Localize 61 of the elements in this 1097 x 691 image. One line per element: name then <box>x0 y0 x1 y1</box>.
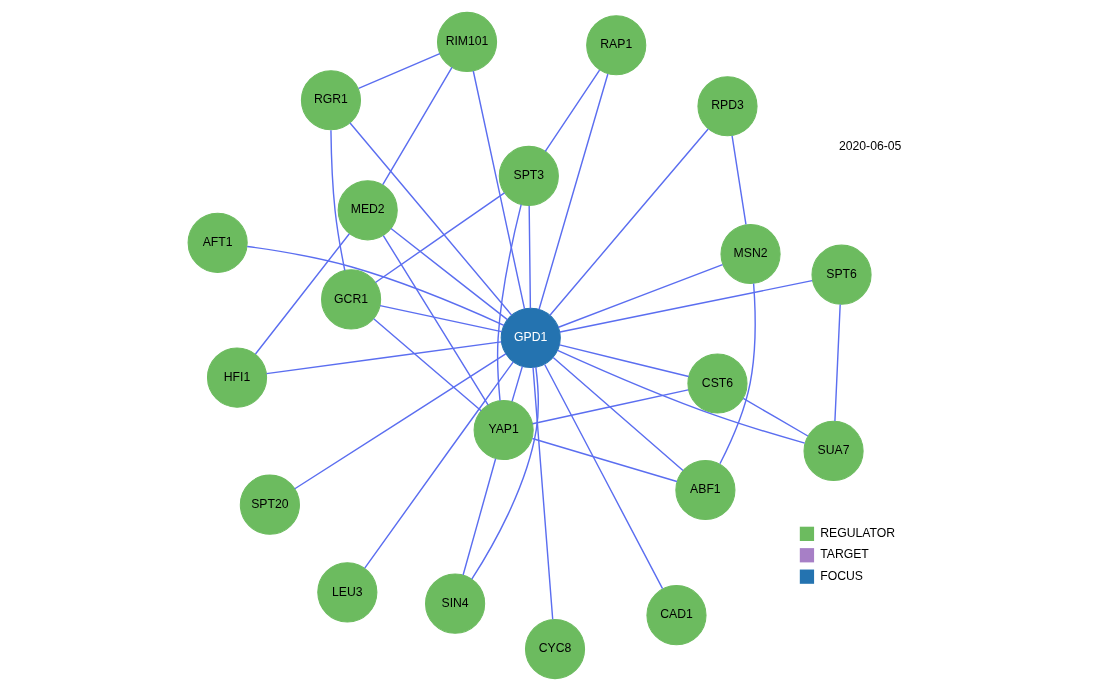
connector <box>833 303 841 422</box>
node-circle: SPT3 <box>498 145 559 207</box>
connector <box>381 66 453 186</box>
connector <box>372 318 482 412</box>
connector <box>558 279 813 333</box>
connector <box>543 363 663 590</box>
label: 2020-06-05 <box>838 138 901 153</box>
connector <box>496 203 522 402</box>
connector <box>718 282 756 465</box>
connector <box>357 52 441 90</box>
connector <box>363 361 514 569</box>
node-circle: HFI1 <box>206 347 267 408</box>
connector <box>730 135 747 226</box>
connector <box>552 356 684 472</box>
node-circle: RIM101 <box>436 11 497 73</box>
connector <box>531 366 553 620</box>
legend-label: FOCUS <box>819 568 863 583</box>
connector <box>531 389 689 425</box>
connector <box>389 227 508 321</box>
connector <box>556 349 805 444</box>
connector <box>558 344 689 378</box>
connector <box>348 122 512 316</box>
node-circle: GCR1 <box>320 269 381 330</box>
node-circle: MED2 <box>337 180 398 241</box>
connector <box>245 245 505 326</box>
node-circle: LEU3 <box>316 562 377 623</box>
connector <box>254 233 350 355</box>
node-circle: CST6 <box>686 353 748 414</box>
connector <box>527 205 531 309</box>
legend-label: REGULATOR <box>819 526 895 540</box>
connector <box>382 234 489 406</box>
connector <box>461 458 496 576</box>
connector <box>531 437 678 483</box>
connector <box>544 69 600 153</box>
node-circle: ABF1 <box>674 459 735 521</box>
connector <box>548 128 709 316</box>
connector <box>378 304 502 333</box>
node-circle: CYC8 <box>524 618 585 680</box>
connector <box>374 192 505 284</box>
node-circle: MSN2 <box>719 223 781 285</box>
node-circle: YAP1 <box>473 399 534 461</box>
connector <box>742 397 809 437</box>
node-circle: SIN4 <box>424 573 485 634</box>
node-circle: SPT20 <box>239 474 300 535</box>
connector <box>329 129 345 271</box>
node-circle: RAP1 <box>585 15 646 76</box>
connector <box>470 366 539 580</box>
connector <box>537 73 609 310</box>
node-circle: CAD1 <box>645 585 707 646</box>
node-circle: SUA7 <box>803 420 864 481</box>
node-circle: AFT1 <box>187 212 248 273</box>
node-circle: RGR1 <box>300 70 361 131</box>
node-circle: RPD3 <box>696 76 758 137</box>
node-circle: GPD1 <box>500 307 561 368</box>
connector <box>293 353 506 490</box>
legend-label: TARGET <box>819 547 869 562</box>
node-circle: SPT6 <box>810 244 872 305</box>
connector <box>557 263 723 328</box>
connector <box>265 341 502 375</box>
connector <box>472 70 525 310</box>
connector <box>510 365 523 403</box>
